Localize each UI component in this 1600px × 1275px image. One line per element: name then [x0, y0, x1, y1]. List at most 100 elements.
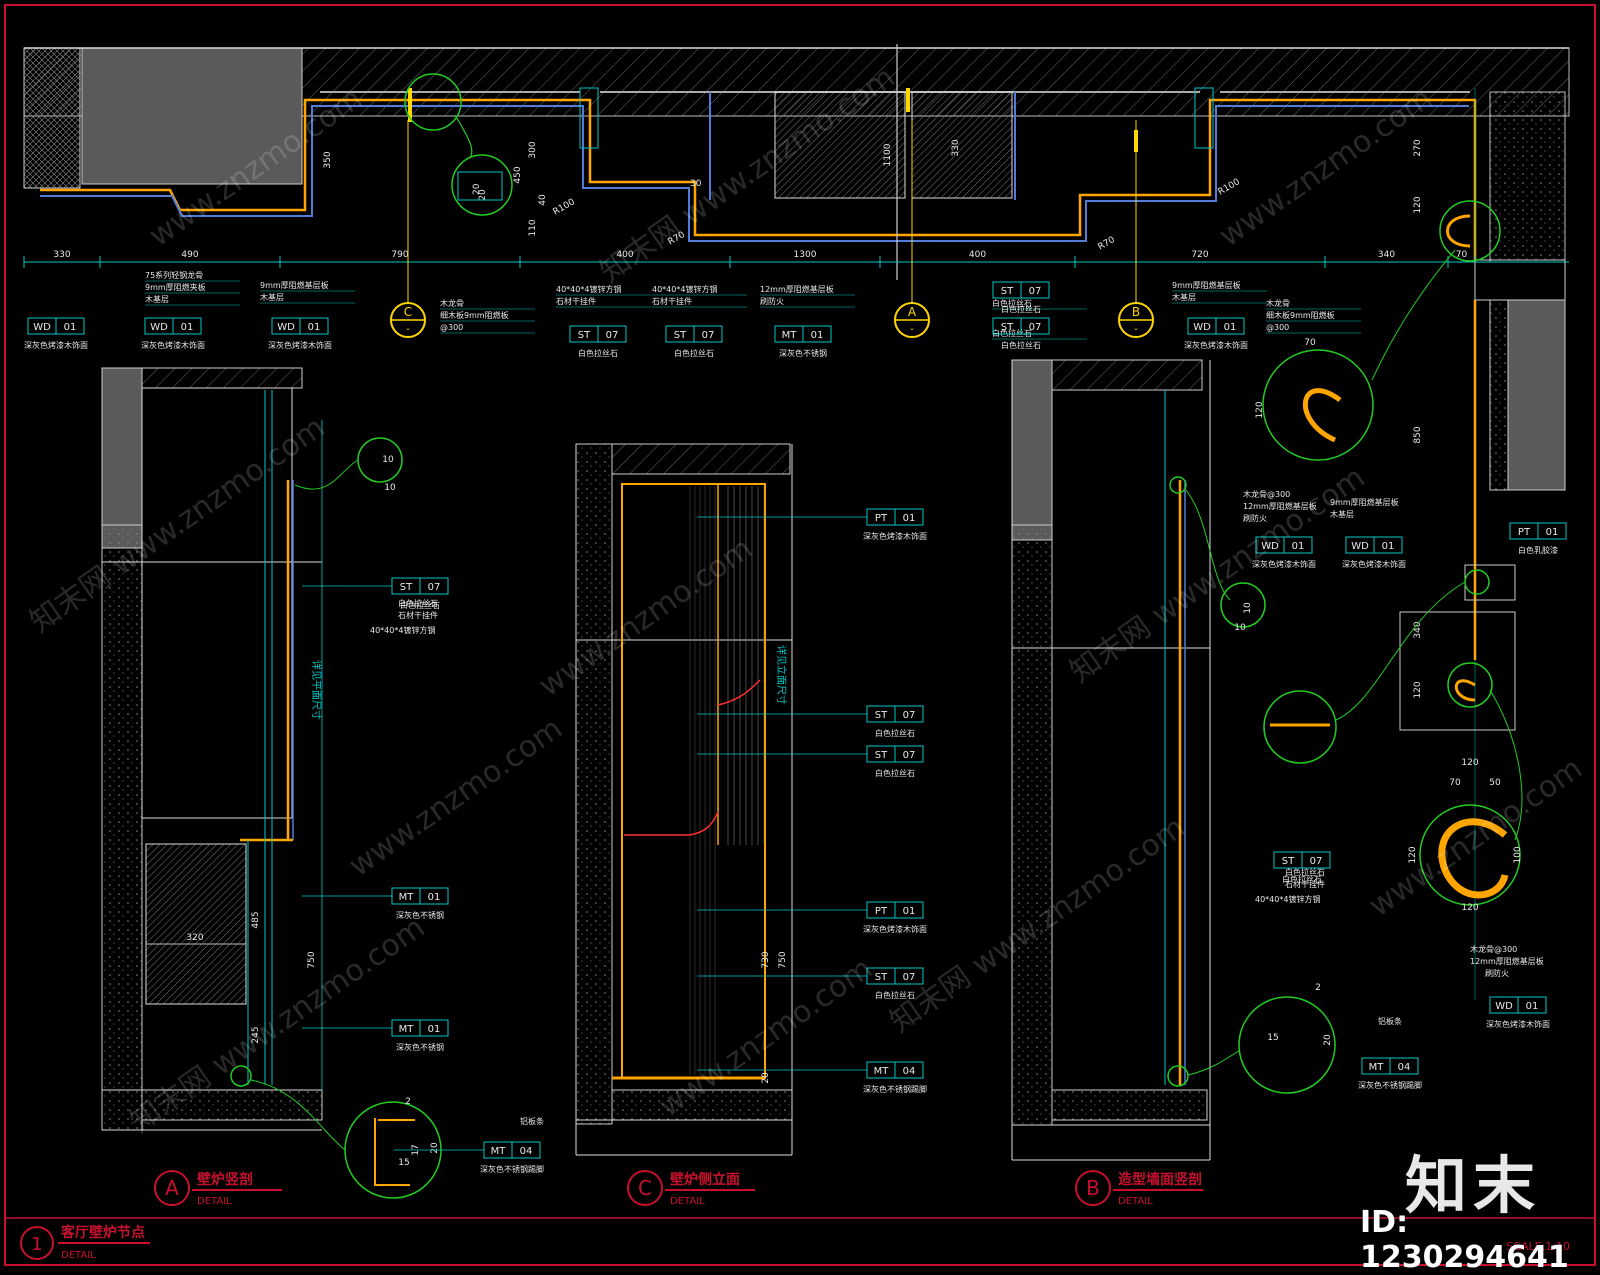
- plan-dimension: 330: [53, 250, 70, 260]
- plan-note-line: 75系列轻钢龙骨: [145, 270, 203, 280]
- section-a-dim: 15: [398, 1158, 409, 1168]
- material-number: 01: [428, 892, 441, 903]
- section-b-note: 刷防火: [1243, 513, 1267, 523]
- material-number: 07: [903, 972, 916, 983]
- material-number: 07: [606, 330, 619, 341]
- section-a-note: 白色拉丝石: [398, 598, 438, 608]
- plan-vertical-dimension: 270: [1413, 139, 1423, 156]
- plan-note-line: @300: [440, 323, 463, 332]
- material-code: ST: [674, 330, 687, 341]
- plan-radius: R100: [552, 197, 578, 218]
- title-letter: C: [638, 1176, 652, 1200]
- material-code: MT: [491, 1146, 507, 1157]
- plan-vertical-dimension: 330: [951, 139, 961, 156]
- section-b-note: 12mm厚阻燃基层板: [1243, 501, 1317, 511]
- material-desc: 深灰色烤漆木饰面: [141, 340, 205, 350]
- material-desc: 深灰色不锈钢踢脚: [863, 1084, 927, 1094]
- section-a-note: 40*40*4镀锌方钢: [370, 625, 435, 635]
- marker-sub: -: [406, 324, 410, 335]
- detail-dim: 70: [1304, 338, 1316, 348]
- material-desc: 深灰色烤漆木饰面: [1342, 559, 1406, 569]
- plan-note-line: 40*40*4镀锌方钢: [556, 284, 621, 294]
- material-number: 04: [1398, 1062, 1411, 1073]
- plan-small-dim: 30: [690, 179, 702, 189]
- title-text: 壁炉竖剖: [197, 1171, 253, 1188]
- material-code: WD: [1261, 541, 1279, 552]
- plan-note-line: 石材干挂件: [556, 296, 596, 306]
- plan-vertical-dimension: 1100: [883, 143, 893, 166]
- material-desc: 深灰色烤漆木饰面: [1184, 340, 1248, 350]
- plan-vertical-dimension: 110: [528, 219, 538, 236]
- material-desc: 深灰色烤漆木饰面: [863, 531, 927, 541]
- material-desc: 白色拉丝石: [875, 768, 915, 778]
- section-c-vertical-note: 详见立面尺寸: [775, 645, 788, 705]
- material-code: WD: [150, 322, 168, 333]
- section-b-note: 12mm厚阻燃基层板: [1470, 956, 1544, 966]
- plan-note: 白色拉丝石: [992, 298, 1087, 310]
- plan-vertical-dimension: 20: [478, 189, 488, 201]
- sheet-scale: SCALE:1:10: [1506, 1240, 1570, 1253]
- section-a-dim: 750: [307, 951, 317, 968]
- section-b-dim: 2: [1315, 983, 1321, 993]
- material-desc: 深灰色烤漆木饰面: [24, 340, 88, 350]
- material-code: ST: [1001, 286, 1014, 297]
- material-code: WD: [1351, 541, 1369, 552]
- sheet-sub: DETAIL: [61, 1250, 96, 1261]
- material-code: MT: [782, 330, 798, 341]
- material-desc: 白色拉丝石: [1001, 304, 1041, 314]
- title-letter: A: [165, 1176, 179, 1200]
- plan-dimension: 790: [391, 250, 408, 260]
- section-a-dim: 10: [384, 483, 396, 493]
- plan-dimension: 1300: [794, 250, 817, 260]
- section-b-note: 9mm厚阻燃基层板: [1330, 497, 1399, 507]
- section-b-note: 石材干挂件: [1285, 879, 1325, 889]
- plan-note-line: 9mm厚阻燃基层板: [1172, 280, 1241, 290]
- plan-note-line: 木龙骨: [440, 298, 464, 308]
- plan-note-line: 9mm厚阻燃夹板: [145, 282, 206, 292]
- material-desc: 白色拉丝石: [1001, 340, 1041, 350]
- section-c-dim: 750: [778, 951, 788, 968]
- detail-dim: 120: [1461, 758, 1478, 768]
- material-desc: 深灰色不锈钢踢脚: [480, 1164, 544, 1174]
- drawing-frame: [4, 4, 1596, 1266]
- material-desc: 深灰色烤漆木饰面: [1252, 559, 1316, 569]
- plan-vertical-dimension: 450: [513, 166, 523, 183]
- section-b-dim: 15: [1267, 1033, 1278, 1043]
- plan-note: 白色拉丝石: [992, 328, 1087, 340]
- material-code: MT: [399, 1024, 415, 1035]
- section-b-dim: 10: [1243, 602, 1253, 614]
- plan-note-line: 白色拉丝石: [992, 328, 1032, 338]
- detail-dim: 120: [1255, 401, 1265, 418]
- title-text: 造型墙面竖剖: [1118, 1171, 1202, 1188]
- plan-detail-callout: [451, 154, 513, 216]
- plan-vertical-dimension: 40: [538, 194, 548, 206]
- material-number: 01: [64, 322, 77, 333]
- plan-vertical-dimension: 300: [528, 141, 538, 158]
- material-code: WD: [1495, 1001, 1513, 1012]
- material-desc: 白色拉丝石: [875, 990, 915, 1000]
- material-code: ST: [1282, 856, 1295, 867]
- material-code: PT: [875, 513, 888, 524]
- marker-letter: A: [908, 305, 917, 319]
